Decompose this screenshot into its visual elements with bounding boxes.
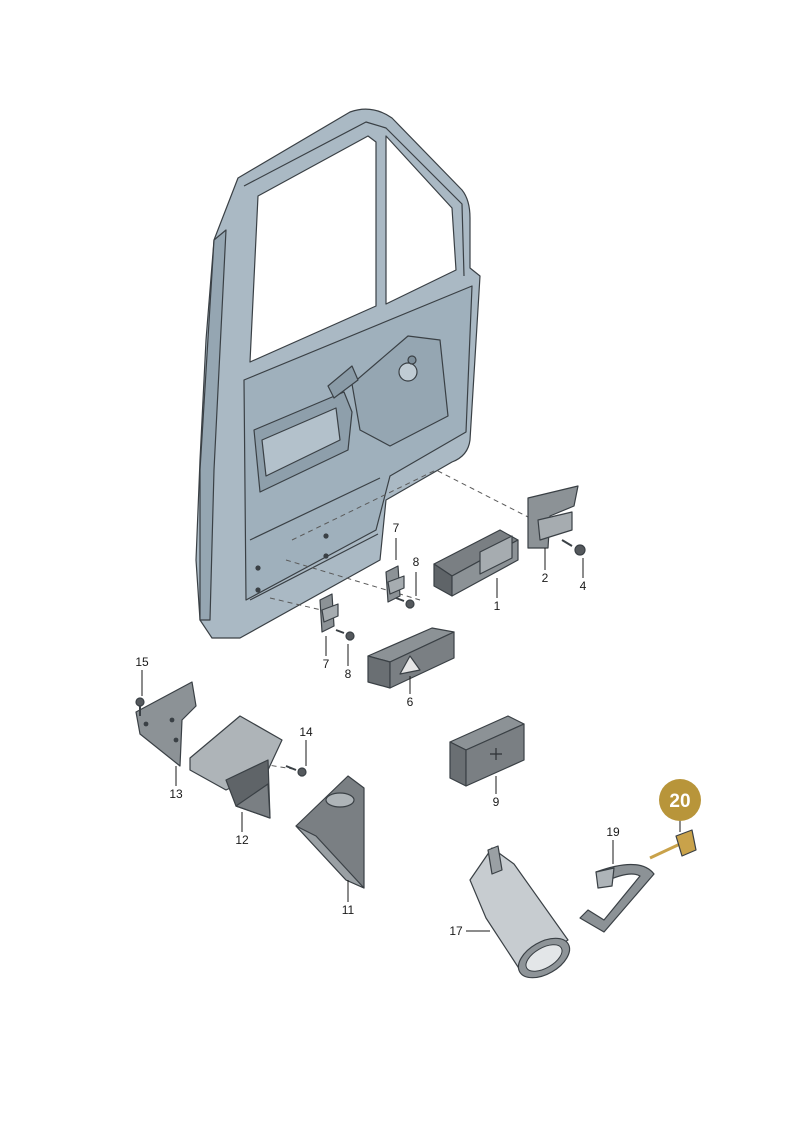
label-20: 20 [669,791,690,812]
part-9-box [449,715,525,787]
label-8-upper: 8 [413,555,420,569]
part-12-cover [189,715,283,819]
label-17: 17 [449,924,463,938]
part-7-clip-lower [319,593,339,633]
callout-labels: 1 2 4 7 8 7 8 6 9 11 12 13 14 15 17 19 [135,521,620,938]
part-8-screw-upper [395,597,415,609]
door-shell [195,108,481,639]
label-2: 2 [542,571,549,585]
part-15-screw [135,697,145,716]
part-17-tube [469,845,571,979]
part-4-screw [561,539,586,556]
label-13: 13 [169,787,183,801]
part-14-screw [285,765,307,777]
label-19: 19 [606,825,620,839]
label-6: 6 [407,695,414,709]
label-15: 15 [135,655,149,669]
label-9: 9 [493,795,500,809]
part-7-clip-upper [385,565,405,603]
part-13-bracket [135,681,197,767]
label-1: 1 [494,599,501,613]
label-14: 14 [299,725,313,739]
label-4: 4 [580,579,587,593]
part-2-bracket [527,485,579,549]
part-6-switch [367,627,455,689]
label-11: 11 [342,903,355,917]
part-1-lamp [433,529,519,597]
part-8-screw-lower [335,629,355,641]
leader-lines [141,538,681,932]
label-7-upper: 7 [393,521,400,535]
label-7-lower: 7 [323,657,330,671]
label-12: 12 [235,833,249,847]
highlight-badge-20[interactable]: 20 [659,779,701,821]
label-8-lower: 8 [345,667,352,681]
part-20-screw [649,829,697,860]
part-19-strap [579,863,655,933]
part-11-funnel [295,775,365,889]
